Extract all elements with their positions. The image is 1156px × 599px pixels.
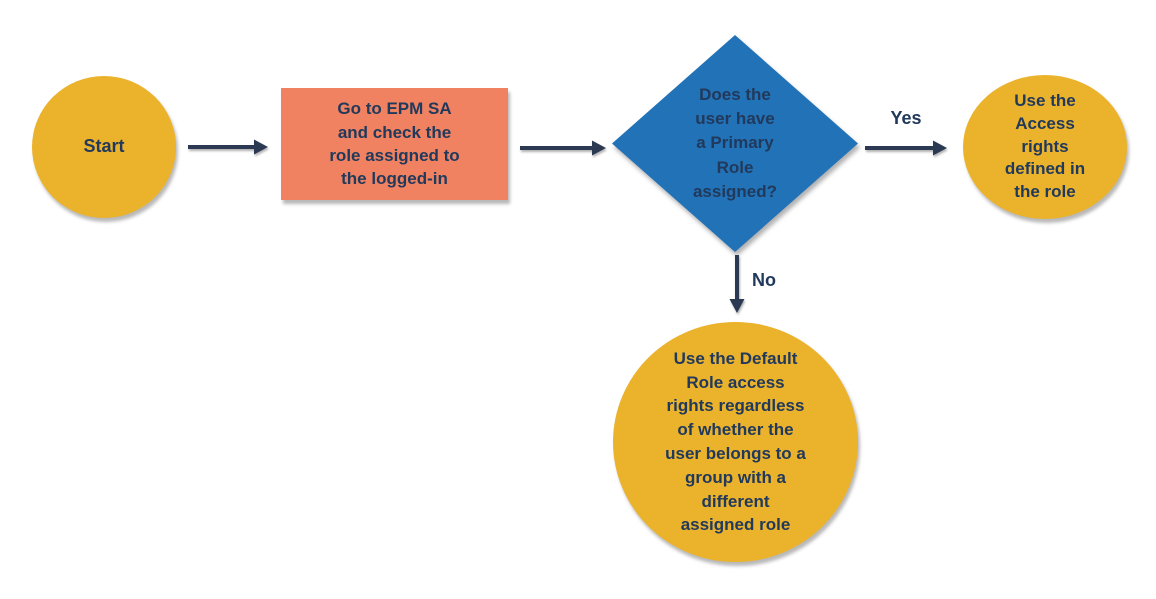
arrow-start-to-process	[188, 139, 268, 155]
no-outcome-node-label: Use the Default Role access rights regar…	[665, 348, 806, 535]
yes-outcome-node-label: Use the Access rights defined in the rol…	[1004, 90, 1086, 202]
no-outcome-node: Use the Default Role access rights regar…	[613, 322, 858, 562]
start-node-label: Start	[83, 136, 125, 157]
arrow-decision-to-no	[729, 255, 745, 313]
yes-outcome-node: Use the Access rights defined in the rol…	[963, 75, 1127, 219]
arrow-decision-to-yes	[865, 140, 947, 156]
process-node-label: Go to EPM SA and check the role assigned…	[329, 99, 460, 189]
decision-node-label: Does the user have a Primary Role assign…	[692, 85, 778, 201]
decision-diamond-shape: Does the user have a Primary Role assign…	[612, 35, 858, 252]
no-edge-label: No	[752, 270, 776, 290]
process-node: Go to EPM SA and check the role assigned…	[281, 88, 508, 200]
decision-node: Does the user have a Primary Role assign…	[612, 35, 858, 252]
start-node: Start	[32, 76, 176, 218]
arrow-process-to-decision	[520, 140, 606, 156]
yes-edge-label: Yes	[890, 108, 922, 128]
